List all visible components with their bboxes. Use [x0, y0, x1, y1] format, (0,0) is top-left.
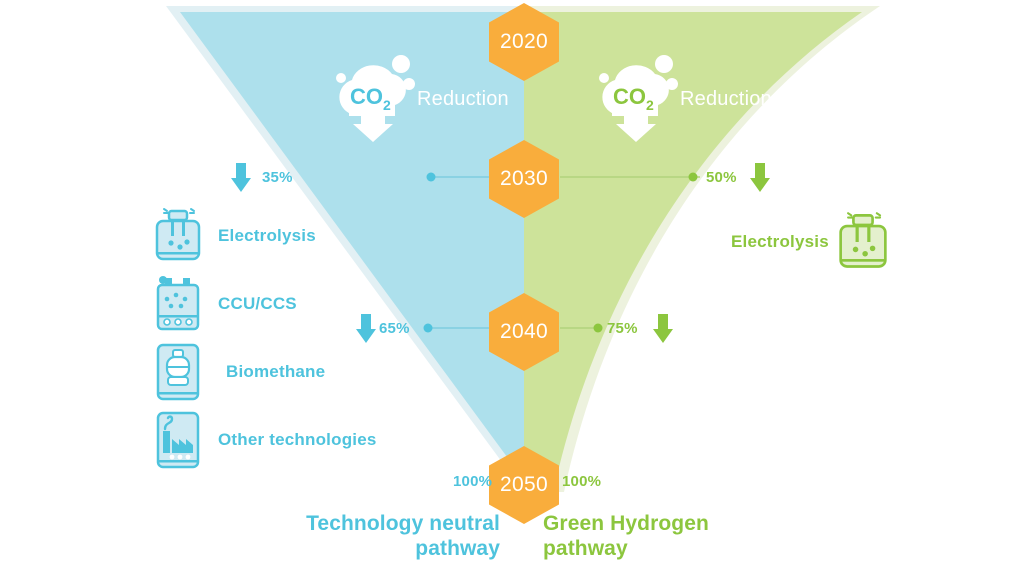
connector-dot-2040-left: [423, 323, 433, 333]
milestone-2040-left-value: 65%: [379, 320, 410, 337]
electrolyser-icon-green: [837, 209, 889, 275]
pathway-caption-left-line2: pathway: [415, 536, 500, 560]
connector-dot-2030-right: [688, 172, 698, 182]
cloud-icon-right: CO2: [588, 52, 688, 147]
pathway-caption-right: Green Hydrogen pathway: [543, 512, 763, 562]
svg-text:CO2: CO2: [613, 84, 654, 113]
left-funnel-fill: [180, 12, 524, 480]
reduction-label-right: Reduction: [680, 88, 772, 110]
technology-label-electrolysis: Electrolysis: [218, 226, 316, 245]
milestone-2030-left-value: 35%: [262, 169, 293, 186]
technology-list-left: Electrolysis: [155, 203, 377, 475]
year-badge-2050-label: 2050: [500, 473, 548, 496]
technology-label-electrolysis-green: Electrolysis: [731, 232, 829, 251]
milestone-2050-right-value: 100%: [562, 473, 602, 490]
pathway-caption-right-line1: Green Hydrogen: [543, 512, 709, 535]
technology-label-other: Other technologies: [218, 430, 377, 449]
co2-reduction-right: CO2 Reduction: [588, 52, 772, 147]
svg-text:CO2: CO2: [350, 84, 391, 113]
down-arrow-2040-right: [652, 314, 674, 349]
technology-item-other[interactable]: Other technologies: [155, 407, 377, 473]
connector-dot-2030-left: [426, 172, 436, 182]
technology-item-ccu-ccs[interactable]: CCU/CCS: [155, 271, 377, 337]
technology-label-ccu-ccs: CCU/CCS: [218, 294, 297, 313]
year-badge-2040-label: 2040: [500, 320, 548, 343]
factory-icon: [155, 409, 201, 471]
down-arrow-2030-left: [230, 163, 252, 198]
year-badge-2020-label: 2020: [500, 30, 548, 53]
electrolyser-icon: [155, 205, 201, 267]
technology-label-biomethane: Biomethane: [226, 362, 326, 381]
co2-reduction-left: CO2 Reduction: [325, 52, 509, 147]
carbon-capture-icon: [155, 273, 201, 335]
pathway-caption-left: Technology neutral pathway: [285, 512, 500, 562]
co2-text-right: CO: [613, 84, 646, 109]
co2-text-left: CO: [350, 84, 383, 109]
pathway-caption-left-line1: Technology neutral: [306, 512, 500, 535]
biomethane-tank-icon: [155, 341, 201, 403]
cloud-icon-left: CO2: [325, 52, 425, 147]
technology-item-electrolysis[interactable]: Electrolysis: [155, 203, 377, 269]
milestone-2030-right-value: 50%: [706, 169, 737, 186]
down-arrow-2030-right: [749, 163, 771, 198]
co2-subscript-right: 2: [646, 97, 654, 113]
reduction-label-left: Reduction: [417, 88, 509, 110]
technology-item-biomethane[interactable]: Biomethane: [155, 339, 377, 405]
connector-dot-2040-right: [593, 323, 603, 333]
co2-subscript-left: 2: [383, 97, 391, 113]
milestone-2050-left-value: 100%: [453, 473, 493, 490]
milestone-2040-right-value: 75%: [607, 320, 638, 337]
down-arrow-2040-left: [355, 314, 377, 349]
right-funnel-fill: [524, 12, 862, 480]
technology-item-electrolysis-green[interactable]: Electrolysis: [731, 209, 889, 275]
year-badge-2030-label: 2030: [500, 167, 548, 190]
pathway-caption-right-line2: pathway: [543, 536, 628, 560]
